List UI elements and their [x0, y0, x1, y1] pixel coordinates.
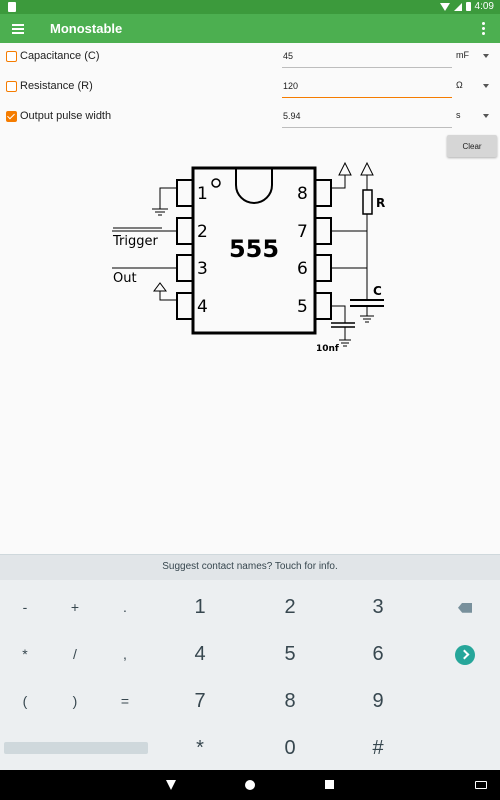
status-icons: 4:09: [439, 1, 494, 12]
key-9[interactable]: 9: [372, 690, 384, 712]
resistance-checkbox[interactable]: [6, 81, 17, 92]
backspace-icon: [458, 602, 472, 613]
clear-button[interactable]: Clear: [447, 135, 497, 157]
signal-icon: [453, 2, 462, 11]
app-title: Monostable: [50, 21, 123, 36]
key-3[interactable]: 3: [372, 596, 384, 618]
key-period[interactable]: .: [123, 599, 127, 615]
key-2[interactable]: 2: [284, 596, 296, 618]
pin-6-label: 6: [297, 259, 308, 279]
capacitance-input[interactable]: [282, 45, 452, 68]
status-time: 4:09: [474, 1, 494, 12]
resistance-input[interactable]: [282, 75, 452, 98]
nav-back-icon[interactable]: [166, 780, 176, 790]
nav-home-icon[interactable]: [245, 780, 255, 790]
resistor-label: R: [376, 196, 385, 210]
capacitance-checkbox[interactable]: [6, 51, 17, 62]
key-minus[interactable]: -: [22, 599, 28, 615]
pin-4-label: 4: [197, 297, 208, 317]
pulse-width-unit[interactable]: s: [456, 110, 461, 120]
pulse-width-checkbox[interactable]: [6, 111, 17, 122]
key-equals[interactable]: =: [120, 693, 130, 709]
key-0[interactable]: 0: [284, 737, 296, 759]
app-bar: Monostable: [0, 14, 500, 43]
key-5[interactable]: 5: [284, 643, 296, 665]
numeric-keyboard: Suggest contact names? Touch for info. -…: [0, 554, 500, 770]
field-row-pulse-width: Output pulse width s: [0, 102, 500, 132]
key-asterisk[interactable]: *: [22, 646, 28, 662]
sd-card-icon: [8, 2, 16, 12]
capacitance-label: Capacitance (C): [20, 50, 100, 62]
pin-2-label: 2: [197, 222, 208, 242]
trigger-label: Trigger: [112, 234, 158, 249]
pin-7-label: 7: [297, 222, 308, 242]
field-row-resistance: Resistance (R) Ω: [0, 72, 500, 102]
key-6[interactable]: 6: [372, 643, 384, 665]
out-label: Out: [113, 271, 137, 286]
nav-bar: [0, 770, 500, 800]
pulse-width-input[interactable]: [282, 105, 452, 128]
suggestion-bar[interactable]: Suggest contact names? Touch for info.: [0, 554, 500, 580]
resistance-label: Resistance (R): [20, 80, 93, 92]
key-hash[interactable]: #: [372, 737, 384, 759]
status-bar: 4:09: [0, 0, 500, 14]
go-arrow-icon: [455, 644, 475, 665]
key-open-paren[interactable]: (: [22, 693, 28, 709]
pulse-width-label: Output pulse width: [20, 110, 112, 122]
more-vert-icon[interactable]: [480, 20, 486, 38]
circuit-diagram: 555 1 2 3 4 5 6 7 8 Trigger Out R C 10nf: [112, 161, 385, 354]
chevron-down-icon[interactable]: [483, 54, 489, 58]
pin-3-label: 3: [197, 259, 208, 279]
menu-icon[interactable]: [10, 21, 30, 37]
space-key[interactable]: [4, 742, 148, 754]
key-comma[interactable]: ,: [123, 646, 127, 662]
key-slash[interactable]: /: [73, 646, 77, 662]
wifi-icon: [439, 2, 450, 11]
key-8[interactable]: 8: [284, 690, 296, 712]
key-plus[interactable]: +: [70, 599, 80, 615]
go-key[interactable]: [430, 631, 500, 677]
key-4[interactable]: 4: [194, 643, 206, 665]
pin-5-label: 5: [297, 297, 308, 317]
chevron-down-icon[interactable]: [483, 114, 489, 118]
pin-1-label: 1: [197, 184, 208, 204]
key-star[interactable]: *: [196, 737, 204, 759]
key-1[interactable]: 1: [194, 596, 206, 618]
key-close-paren[interactable]: ): [72, 693, 78, 709]
key-7[interactable]: 7: [194, 690, 206, 712]
backspace-key[interactable]: [430, 584, 500, 630]
field-row-capacitance: Capacitance (C) mF: [0, 42, 500, 72]
nav-recents-icon[interactable]: [325, 780, 334, 789]
resistance-unit[interactable]: Ω: [456, 80, 463, 90]
pin-8-label: 8: [297, 184, 308, 204]
capacitor-label: C: [373, 284, 382, 298]
chip-label: 555: [229, 235, 279, 263]
chevron-down-icon[interactable]: [483, 84, 489, 88]
battery-icon: [465, 2, 471, 11]
capacitance-unit[interactable]: mF: [456, 50, 469, 60]
cap-value-label: 10nf: [316, 344, 339, 354]
keyboard-icon[interactable]: [475, 781, 487, 789]
